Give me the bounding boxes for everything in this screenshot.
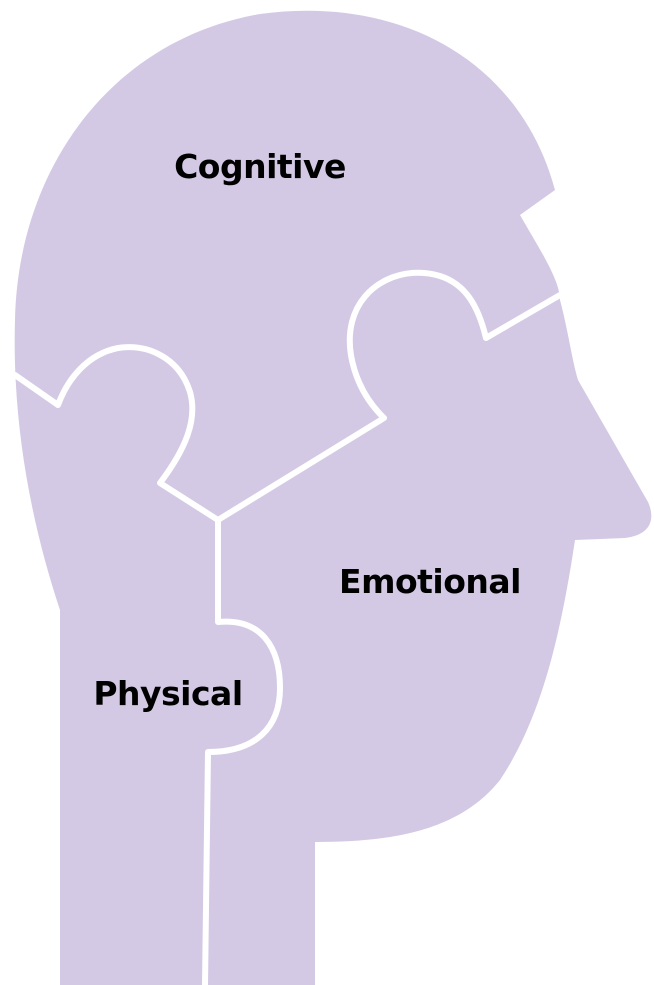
emotional-label: Emotional [339,562,521,601]
cognitive-label: Cognitive [174,147,346,186]
physical-label: Physical [93,674,242,713]
